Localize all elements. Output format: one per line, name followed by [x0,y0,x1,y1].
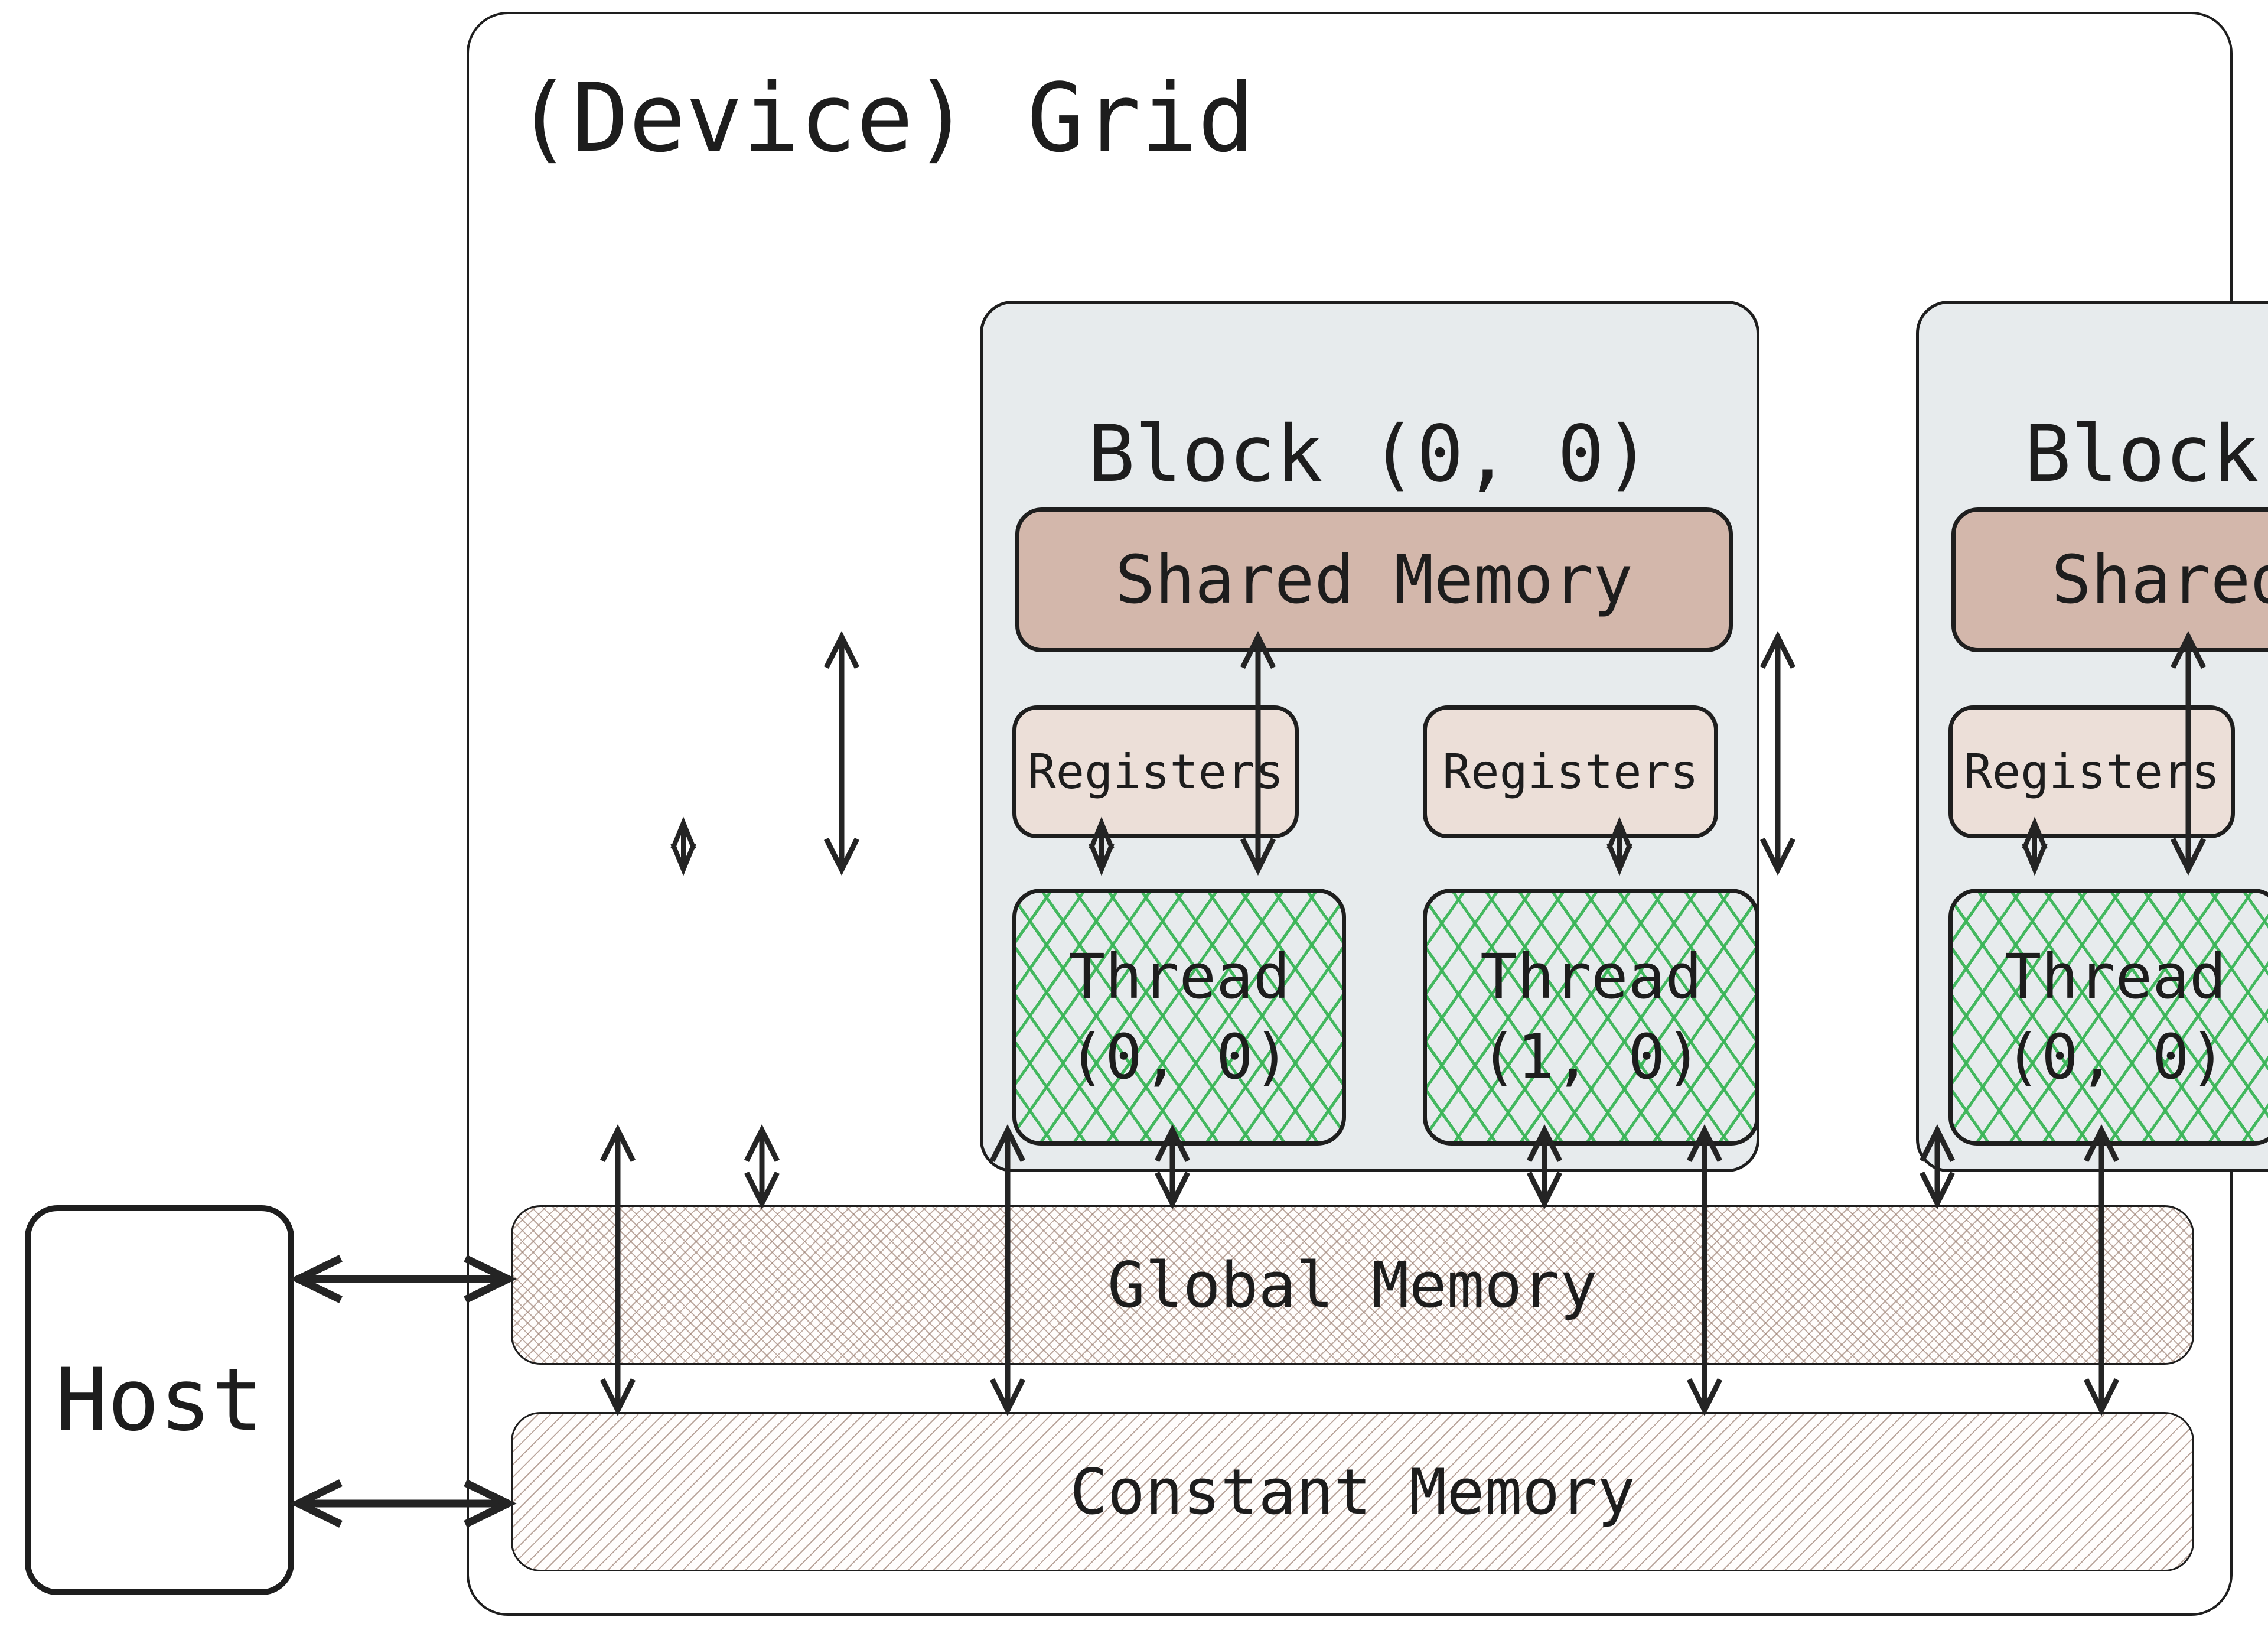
host-box: Host [25,1205,294,1595]
block-1-0: Block (1, 0) Shared Memory Registers Reg… [1916,301,2268,1172]
device-grid-box: (Device) Grid Block (0, 0) Shared Memory… [467,12,2268,1616]
global-memory-label: Global Memory [1107,1248,1598,1322]
block-0-0-shared-memory: Shared Memory [1015,507,1733,652]
block-0-0-thread-1-0: Thread (1, 0) [1423,889,1759,1146]
constant-memory-box: Constant Memory [511,1412,2194,1571]
shared-memory-label: Shared Memory [1115,541,1633,619]
block-1-0-thread-0-0: Thread (0, 0) [1948,889,2268,1146]
block-0-0: Block (0, 0) Shared Memory Registers Reg… [980,301,1759,1172]
thread-label-line2: (0, 0) [1068,1020,1291,1093]
registers-label: Registers [1027,744,1284,799]
constant-memory-label: Constant Memory [1070,1455,1635,1528]
block-0-0-registers-1: Registers [1423,705,1718,838]
thread-label-line2: (1, 0) [1480,1020,1702,1093]
host-label: Host [56,1350,263,1450]
block-0-0-registers-0: Registers [1012,705,1299,838]
block-0-0-thread-0-0: Thread (0, 0) [1012,889,1346,1146]
block-1-0-label: Block (1, 0) [2024,409,2268,500]
global-memory-box: Global Memory [511,1205,2194,1365]
thread-label-line1: Thread [1480,941,1702,1013]
registers-label: Registers [1442,744,1699,799]
registers-label: Registers [1963,744,2220,799]
thread-label-line1: Thread [2004,941,2227,1013]
block-1-0-registers-0: Registers [1948,705,2235,838]
shared-memory-label: Shared Memory [2051,541,2268,619]
block-1-0-shared-memory: Shared Memory [1951,507,2268,652]
thread-label-line2: (0, 0) [2004,1020,2227,1093]
block-0-0-label: Block (0, 0) [1088,409,1651,500]
device-grid-title: (Device) Grid [515,63,1255,173]
thread-label-line1: Thread [1068,941,1291,1013]
